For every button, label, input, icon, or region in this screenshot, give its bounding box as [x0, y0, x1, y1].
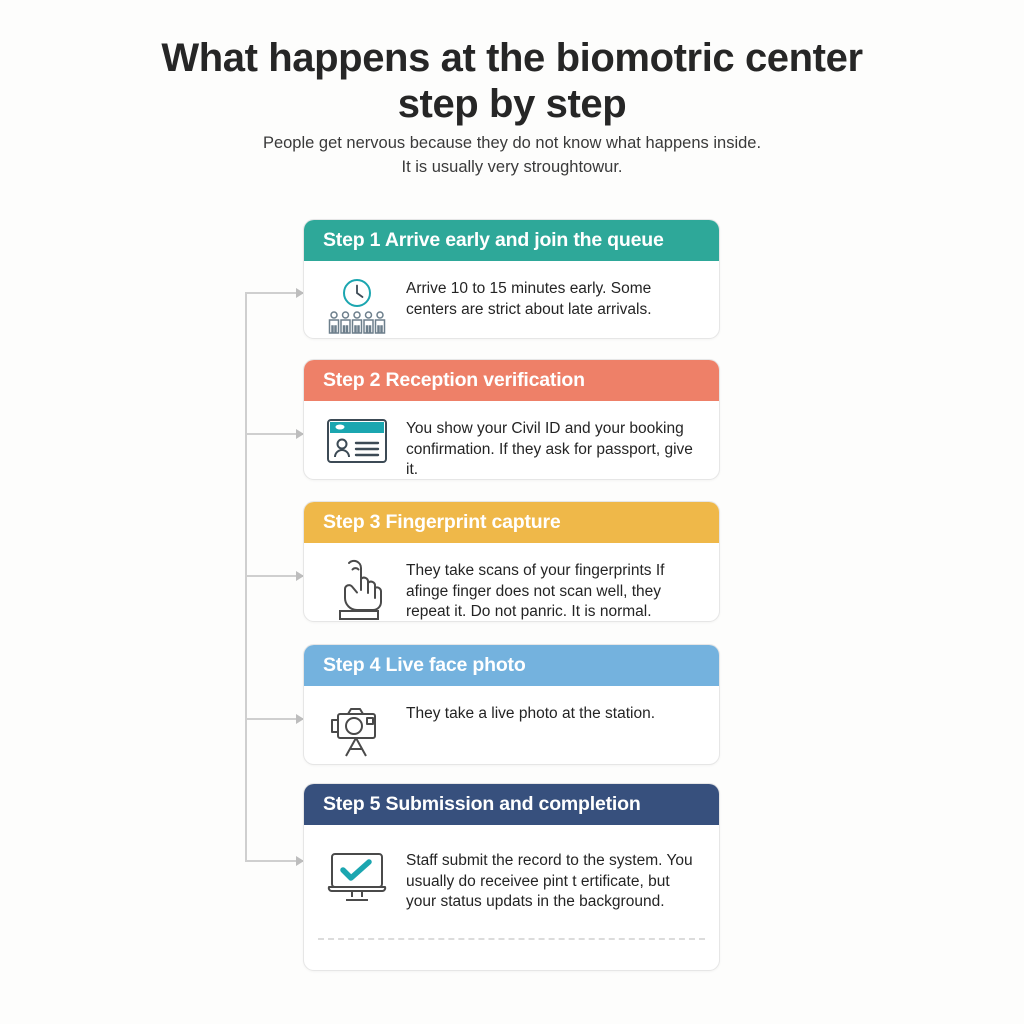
step-card-2-title: Step 2 Reception verification [323, 369, 585, 391]
page-title-line-1: What happens at the biomotric center [161, 36, 863, 80]
step-card-1[interactable]: Step 1 Arrive early and join the queue A… [303, 219, 720, 339]
step-card-1-text: Arrive 10 to 15 minutes early. Some cent… [406, 280, 652, 318]
id-card-icon [324, 415, 390, 465]
step-card-5-body: Staff submit the record to the system. Y… [304, 825, 719, 929]
step-card-5-header: Step 5 Submission and completion [304, 784, 719, 825]
step-card-2-text: You show your Civil ID and your booking … [406, 420, 693, 479]
step-card-2[interactable]: Step 2 Reception verification You sh [303, 359, 720, 480]
camera-tripod-icon [324, 700, 390, 760]
step-card-3-header: Step 3 Fingerprint capture [304, 502, 719, 543]
step-card-1-title: Step 1 Arrive early and join the queue [323, 229, 664, 251]
step-card-4[interactable]: Step 4 Live face photo They take a live … [303, 644, 720, 765]
step-card-3[interactable]: Step 3 Fingerprint capture They take sca… [303, 501, 720, 622]
monitor-check-icon [324, 847, 390, 907]
step-card-2-header: Step 2 Reception verification [304, 360, 719, 401]
step-card-4-header: Step 4 Live face photo [304, 645, 719, 686]
step-card-5[interactable]: Step 5 Submission and completion Staff s… [303, 783, 720, 971]
fingerprint-hand-icon [324, 557, 390, 621]
page-subtitle-line-1: People get nervous because they do not k… [262, 134, 762, 152]
step-card-5-text: Staff submit the record to the system. Y… [406, 852, 693, 911]
step-card-3-title: Step 3 Fingerprint capture [323, 511, 561, 533]
page-title: What happens at the biomotric center ste… [0, 36, 1024, 127]
connector-arrow-step-2 [245, 429, 304, 439]
step-card-1-header: Step 1 Arrive early and join the queue [304, 220, 719, 261]
connector-arrow-step-5 [245, 856, 304, 866]
step-card-3-body: They take scans of your fingerprints If … [304, 543, 719, 621]
step-card-2-body: You show your Civil ID and your booking … [304, 401, 719, 479]
page-subtitle-line-2: It is usually very stroughtowur. [401, 157, 623, 176]
connector-arrow-step-1 [245, 288, 304, 298]
connector-arrow-step-3 [245, 571, 304, 581]
step-card-4-title: Step 4 Live face photo [323, 654, 526, 676]
clock-and-queue-icon [324, 275, 390, 338]
connector-rail [245, 292, 247, 862]
step-card-5-title: Step 5 Submission and completion [323, 793, 641, 815]
page-subtitle: People get nervous because they do not k… [0, 132, 1024, 180]
step-card-4-text: They take a live photo at the station. [406, 705, 656, 722]
page-title-line-2: step by step [397, 81, 627, 126]
connector-arrow-step-4 [245, 714, 304, 724]
card-footer-divider [318, 938, 705, 940]
step-card-4-body: They take a live photo at the station. [304, 686, 719, 764]
step-card-1-body: Arrive 10 to 15 minutes early. Some cent… [304, 261, 719, 338]
step-card-3-text: They take scans of your fingerprints If … [406, 562, 665, 621]
